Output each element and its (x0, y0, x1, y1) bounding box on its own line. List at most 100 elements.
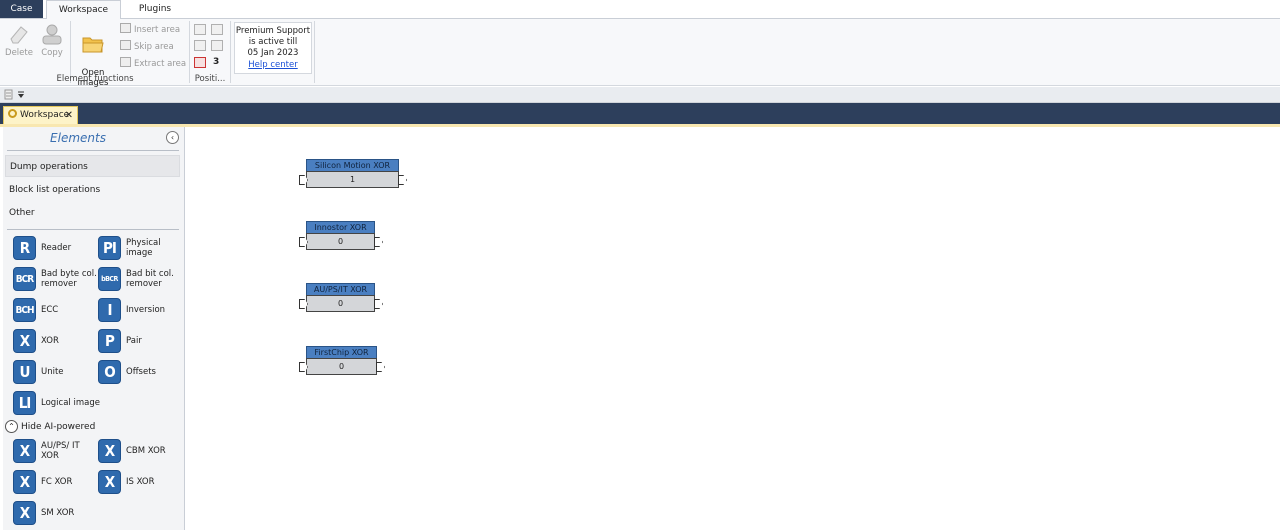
folder-icon (82, 37, 104, 53)
gear-icon (8, 109, 17, 118)
input-port[interactable] (299, 299, 308, 309)
bad-byte-col-remover-icon: BCR (13, 267, 36, 291)
element-label: ECC (41, 305, 59, 315)
open-images-button[interactable]: Open images (76, 23, 110, 88)
input-port[interactable] (299, 175, 308, 185)
element-label: Logical image (41, 398, 100, 408)
document-tab-label: Workspace (20, 110, 70, 120)
hide-ai-powered-toggle[interactable]: ⌃Hide AI-powered (5, 420, 95, 435)
panel-divider (7, 229, 179, 230)
document-tab-workspace[interactable]: Workspace ✕ (3, 106, 78, 124)
customize-dropdown-icon[interactable] (17, 91, 25, 99)
extract-area-button[interactable]: Extract area (120, 57, 186, 71)
tab-accent-line (0, 124, 1280, 127)
position-marker-icon[interactable] (194, 57, 206, 68)
panel-divider (7, 150, 179, 151)
node-au-ps-it-xor[interactable]: AU/PS/IT XOR 0 (299, 283, 383, 312)
copy-user-icon (42, 24, 62, 45)
support-line-2: is active till (248, 37, 298, 47)
group-label-element-functions: Element functions (56, 74, 134, 84)
node-body: 0 (299, 358, 385, 375)
chevron-up-icon: ⌃ (5, 420, 18, 433)
reader-icon: R (13, 236, 36, 260)
node-body: 0 (299, 295, 383, 312)
bad-bit-col-remover-icon: bBCR (98, 267, 121, 291)
help-center-link[interactable]: Help center (248, 60, 298, 70)
insert-area-icon (120, 23, 131, 33)
extract-area-icon (120, 57, 131, 67)
position-count: 3 (213, 57, 220, 67)
quick-tool-icon[interactable] (4, 89, 14, 100)
support-line-3: 05 Jan 2023 (247, 48, 299, 58)
document-tab-strip: Workspace ✕ (0, 103, 1280, 124)
element-label: Physical image (126, 238, 161, 258)
node-title: Innostor XOR (306, 221, 375, 233)
ribbon: Delete Copy Open images Insert area Skip… (0, 18, 1280, 88)
xor-icon: X (13, 501, 36, 525)
premium-support-box: Premium Support is active till 05 Jan 20… (234, 22, 312, 74)
unite-icon: U (13, 360, 36, 384)
inversion-icon: I (98, 298, 121, 322)
node-title: Silicon Motion XOR (306, 159, 399, 171)
element-label: Inversion (126, 305, 166, 315)
close-icon[interactable]: ✕ (64, 110, 73, 121)
tab-workspace[interactable]: Workspace (46, 0, 121, 19)
offsets-icon: O (98, 360, 121, 384)
ribbon-divider (314, 21, 315, 83)
node-value: 1 (349, 175, 356, 184)
insert-area-button[interactable]: Insert area (120, 23, 180, 37)
support-line-1: Premium Support (235, 26, 311, 36)
tab-plugins[interactable]: Plugins (138, 4, 172, 14)
element-label: Bad byte col. remover (41, 269, 97, 289)
node-firstchip-xor[interactable]: FirstChip XOR 0 (299, 346, 385, 375)
element-label: Offsets (126, 367, 156, 377)
position-front-icon[interactable] (211, 24, 223, 35)
element-label: CBM XOR (126, 446, 166, 456)
tab-case[interactable]: Case (0, 0, 43, 18)
element-label: FC XOR (41, 477, 73, 487)
output-port[interactable] (376, 362, 385, 372)
position-top-icon[interactable] (194, 24, 206, 35)
quick-access-toolbar (0, 87, 1280, 103)
node-title: AU/PS/IT XOR (306, 283, 375, 295)
output-port[interactable] (374, 299, 383, 309)
open-images-label: Open images (77, 68, 109, 88)
skip-area-button[interactable]: Skip area (120, 40, 174, 54)
hide-ai-label: Hide AI-powered (21, 422, 96, 432)
element-label: SM XOR (41, 508, 75, 518)
elements-panel: Elements ‹ Dump operations Block list op… (3, 127, 185, 530)
output-port[interactable] (374, 237, 383, 247)
logical-image-icon: LI (13, 391, 36, 415)
copy-label: Copy (41, 48, 63, 58)
element-label: XOR (41, 336, 59, 346)
input-port[interactable] (299, 237, 308, 247)
ecc-icon: BCH (13, 298, 36, 322)
skip-area-icon (120, 40, 131, 50)
category-other[interactable]: Other (9, 208, 35, 218)
collapse-panel-button[interactable]: ‹ (166, 131, 179, 144)
input-port[interactable] (299, 362, 308, 372)
node-body: 1 (299, 171, 407, 188)
node-innostor-xor[interactable]: Innostor XOR 0 (299, 221, 383, 250)
node-title: FirstChip XOR (306, 346, 377, 358)
eraser-icon (10, 26, 28, 44)
xor-icon: X (98, 470, 121, 494)
node-silicon-motion-xor[interactable]: Silicon Motion XOR 1 (299, 159, 407, 188)
copy-button[interactable]: Copy (36, 23, 68, 58)
element-label: Unite (41, 367, 64, 377)
workspace-canvas[interactable]: Silicon Motion XOR 1 Innostor XOR 0 AU/P… (186, 127, 1280, 530)
physical-image-icon: PI (98, 236, 121, 260)
extract-area-label: Extract area (134, 59, 187, 69)
xor-icon: X (13, 439, 36, 463)
delete-button[interactable]: Delete (3, 23, 35, 58)
node-value: 0 (338, 362, 345, 371)
output-port[interactable] (398, 175, 407, 185)
ribbon-divider (189, 21, 190, 83)
ribbon-divider (70, 21, 71, 83)
category-dump-operations[interactable]: Dump operations (5, 155, 180, 177)
xor-icon: X (13, 470, 36, 494)
node-body: 0 (299, 233, 383, 250)
position-bottom-icon[interactable] (194, 40, 206, 51)
category-block-list-operations[interactable]: Block list operations (9, 185, 101, 195)
position-back-icon[interactable] (211, 40, 223, 51)
